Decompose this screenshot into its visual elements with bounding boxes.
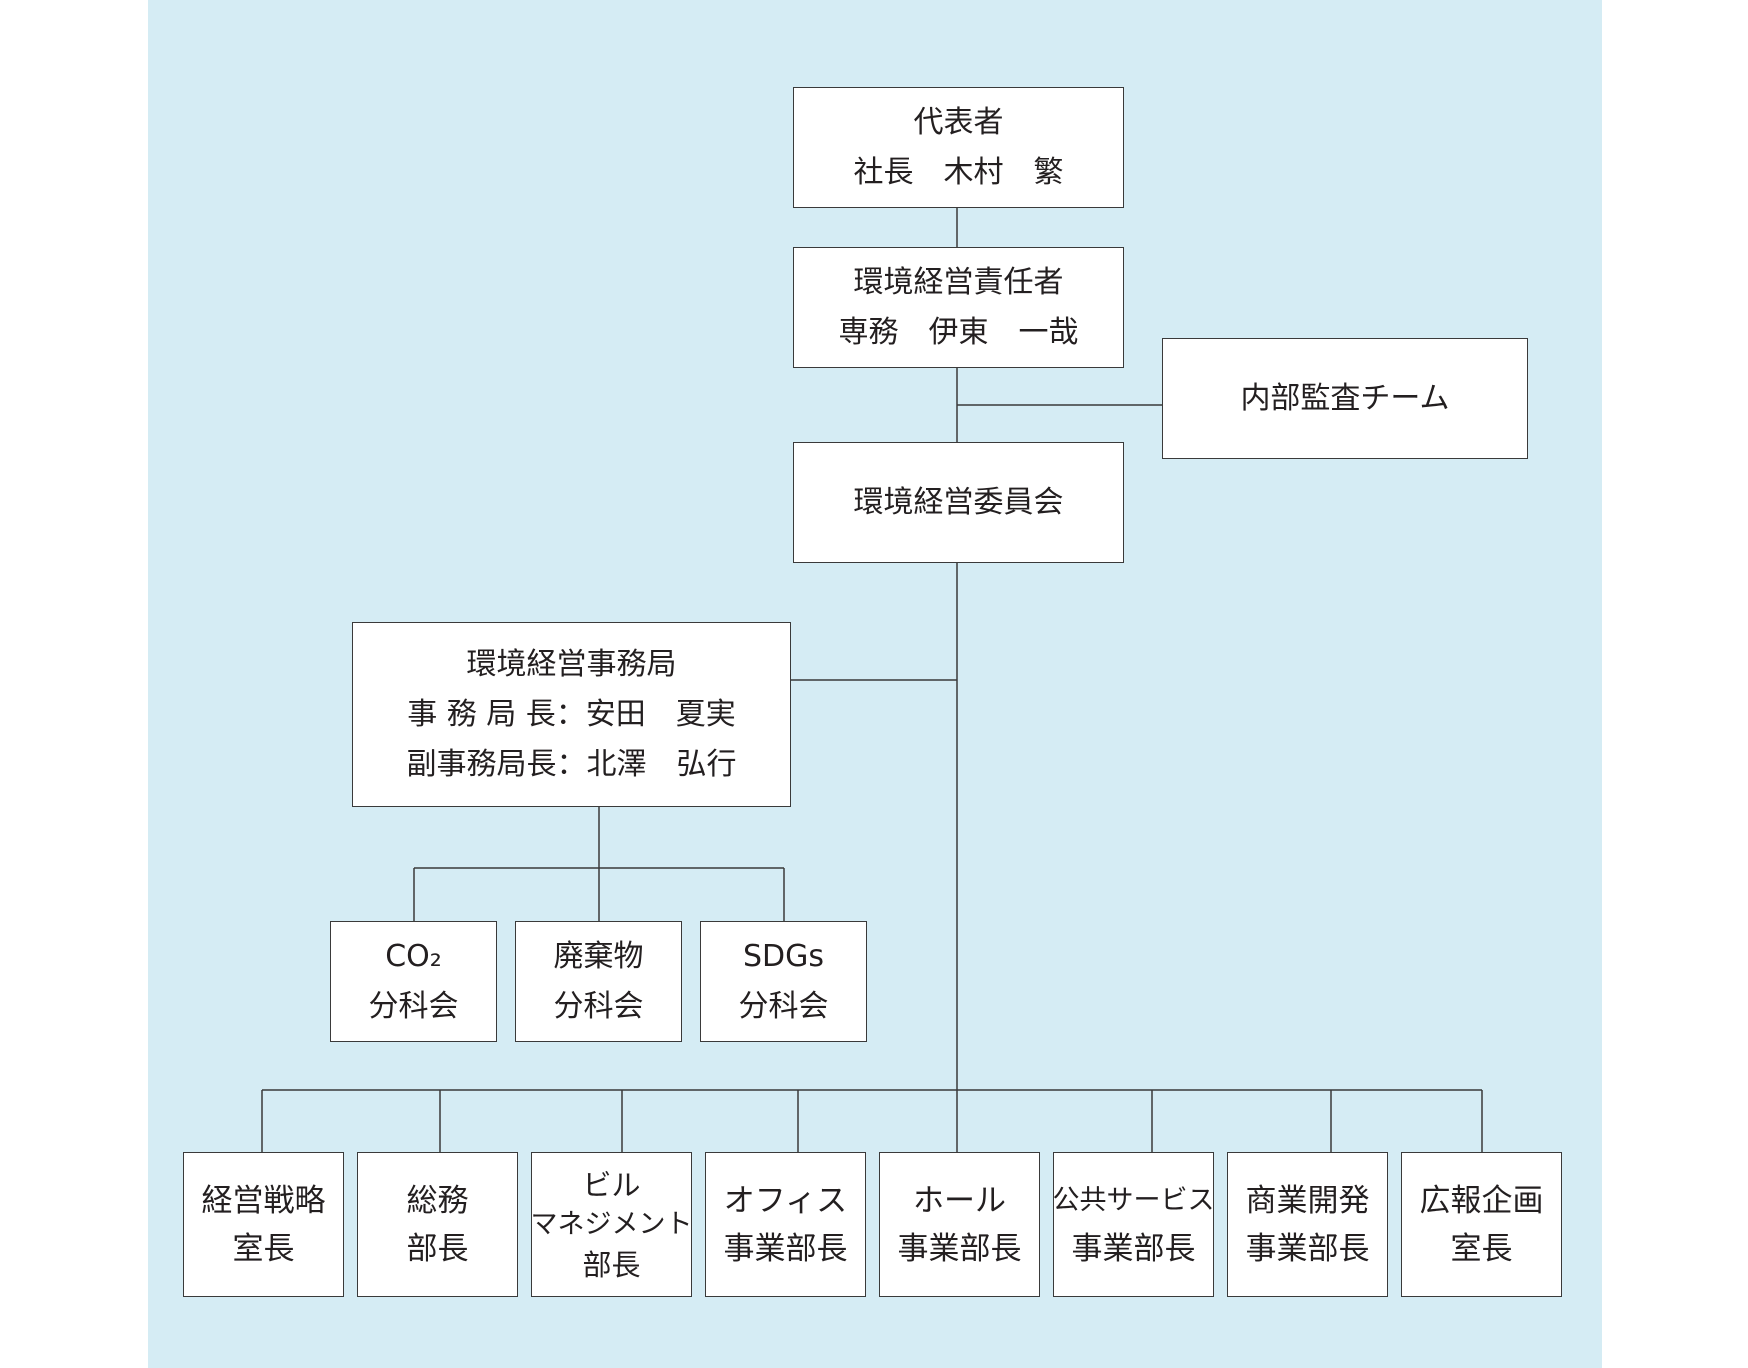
subcommittee-suffix: 分科会: [738, 988, 829, 1024]
secretariat-chief: 事 務 局 長：安田 夏実: [407, 696, 736, 732]
dept-role: 事業部長: [1071, 1230, 1196, 1267]
dept-role: 室長: [232, 1230, 295, 1267]
environmental-manager-name: 専務 伊東 一哉: [838, 314, 1079, 350]
dept-name: 経営戦略: [201, 1182, 326, 1219]
dept-role: 部長: [582, 1247, 641, 1282]
dept-name: オフィス: [723, 1182, 848, 1219]
internal-audit-box: 内部監査チーム: [1162, 338, 1528, 459]
secretariat-deputy: 副事務局長：北澤 弘行: [406, 746, 737, 782]
dept-general-affairs: 総務 部長: [357, 1152, 518, 1297]
representative-title: 代表者: [913, 104, 1004, 140]
environmental-manager-box: 環境経営責任者 専務 伊東 一哉: [793, 247, 1124, 368]
representative-box: 代表者 社長 木村 繁: [793, 87, 1124, 208]
subcommittee-waste: 廃棄物 分科会: [515, 921, 682, 1042]
dept-name: 広報企画: [1419, 1182, 1544, 1219]
dept-hall-business: ホール 事業部長: [879, 1152, 1040, 1297]
subcommittee-name: CO₂: [385, 938, 442, 974]
dept-name: 総務: [406, 1182, 469, 1219]
subcommittee-name: 廃棄物: [553, 938, 644, 974]
environmental-manager-title: 環境経営責任者: [853, 264, 1064, 300]
dept-role: 事業部長: [1245, 1230, 1370, 1267]
subcommittee-name: SDGs: [742, 938, 825, 974]
subcommittee-suffix: 分科会: [368, 988, 459, 1024]
dept-building-management: ビル マネジメント 部長: [530, 1152, 693, 1297]
representative-name: 社長 木村 繁: [853, 154, 1064, 190]
subcommittee-suffix: 分科会: [553, 988, 644, 1024]
dept-role: 室長: [1450, 1230, 1513, 1267]
dept-commercial-development: 商業開発 事業部長: [1227, 1152, 1388, 1297]
dept-public-services: 公共サービス 事業部長: [1052, 1152, 1215, 1297]
subcommittee-sdgs: SDGs 分科会: [700, 921, 867, 1042]
dept-name: 商業開発: [1245, 1182, 1370, 1219]
internal-audit-label: 内部監査チーム: [1240, 380, 1450, 416]
secretariat-title: 環境経営事務局: [466, 646, 677, 682]
committee-label: 環境経営委員会: [853, 484, 1064, 520]
dept-role: 事業部長: [897, 1230, 1022, 1267]
dept-role: 事業部長: [723, 1230, 848, 1267]
secretariat-box: 環境経営事務局 事 務 局 長：安田 夏実 副事務局長：北澤 弘行: [352, 622, 791, 807]
dept-name: ビル: [582, 1167, 641, 1202]
dept-role: 部長: [406, 1230, 469, 1267]
dept-management-strategy: 経営戦略 室長: [183, 1152, 344, 1297]
dept-pr-planning: 広報企画 室長: [1401, 1152, 1562, 1297]
committee-box: 環境経営委員会: [793, 442, 1124, 563]
dept-name: 公共サービス: [1052, 1184, 1215, 1216]
dept-name-cont: マネジメント: [530, 1208, 693, 1240]
dept-office-business: オフィス 事業部長: [705, 1152, 866, 1297]
dept-name: ホール: [913, 1182, 1006, 1219]
subcommittee-co2: CO₂ 分科会: [330, 921, 497, 1042]
